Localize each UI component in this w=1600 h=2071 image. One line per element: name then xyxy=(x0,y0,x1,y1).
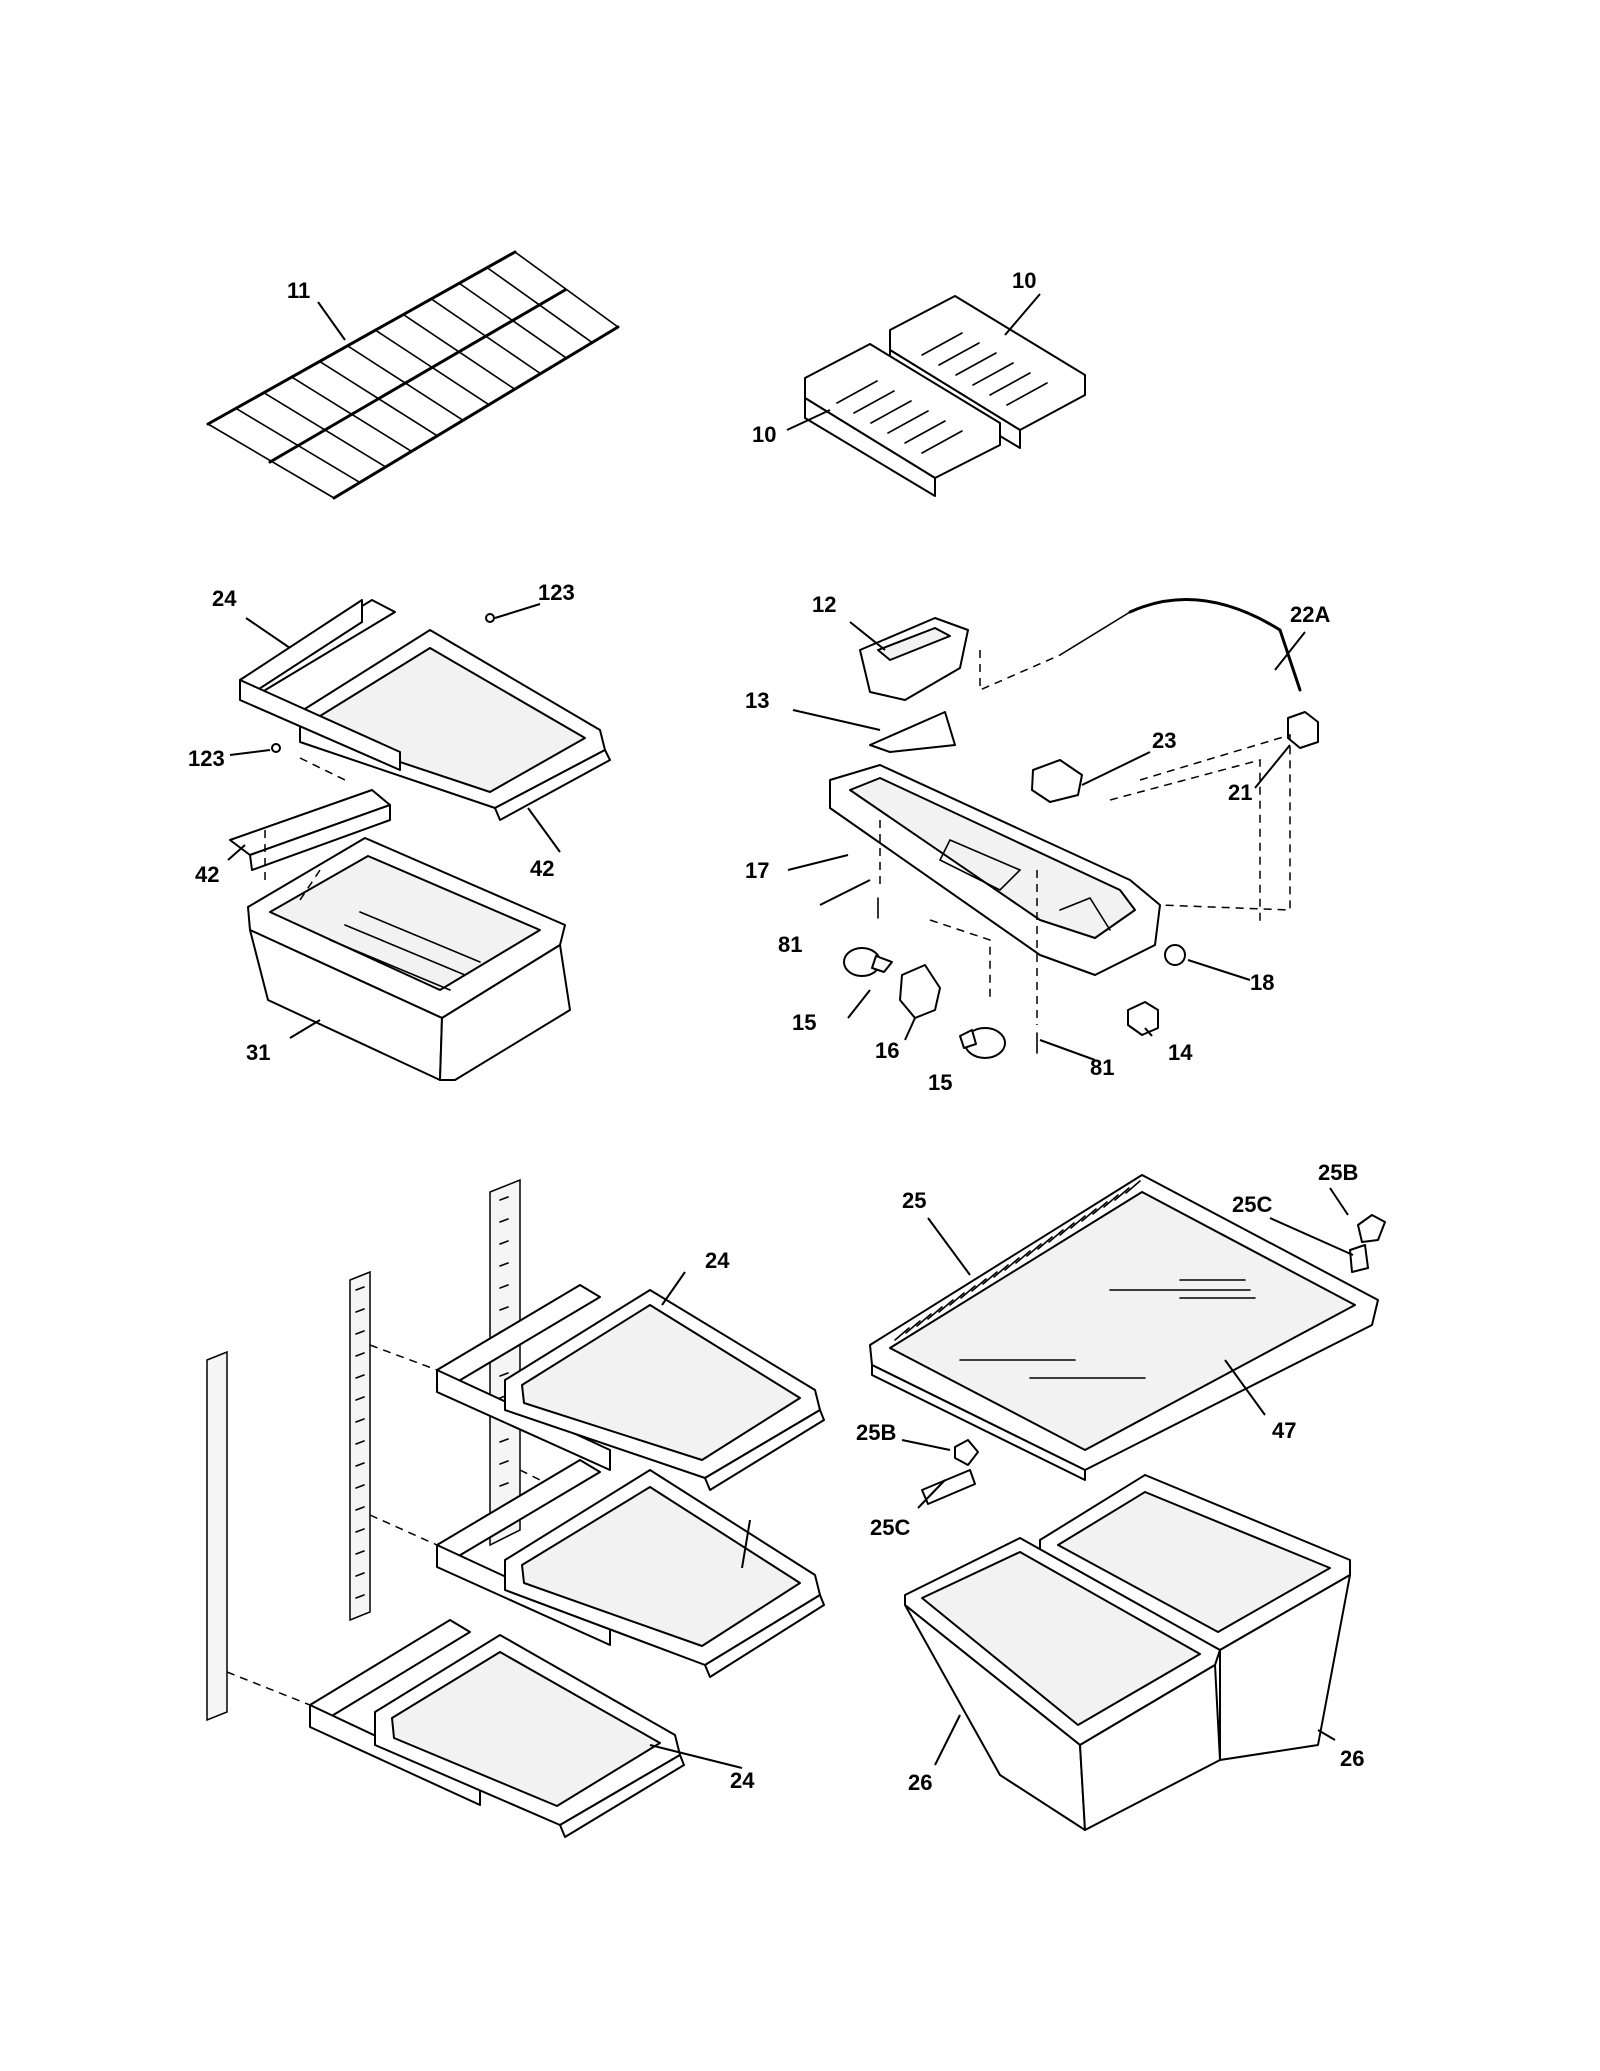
plug-18 xyxy=(1164,944,1186,966)
clip-25b-right xyxy=(1357,1214,1386,1243)
crisper-cover-25 xyxy=(869,1174,1379,1481)
rail-front xyxy=(206,1350,228,1722)
callout-14: 14 xyxy=(1168,1040,1193,1065)
callout-24-bottom-shelf: 24 xyxy=(730,1768,755,1793)
callout-13: 13 xyxy=(745,688,769,713)
callout-12: 12 xyxy=(812,592,836,617)
callouts: 11 10 10 24 123 123 42 42 31 12 13 17 81… xyxy=(188,268,1364,1795)
callout-47: 47 xyxy=(1272,1418,1296,1443)
wire-shelf xyxy=(206,250,620,500)
bracket-25c-left xyxy=(921,1469,976,1505)
callout-25c-right: 25C xyxy=(1232,1192,1272,1217)
rail-back xyxy=(489,1178,521,1547)
bracket-25c-right xyxy=(1349,1244,1369,1273)
callout-10-lower: 10 xyxy=(752,422,776,447)
thermostat-23 xyxy=(1031,759,1083,803)
callout-24-upper: 24 xyxy=(212,586,237,611)
callout-24-top-shelf: 24 xyxy=(705,1248,730,1273)
callout-15-right: 15 xyxy=(928,1070,952,1095)
screw-123-left xyxy=(271,743,281,753)
callout-31: 31 xyxy=(246,1040,270,1065)
bulb-15-right xyxy=(959,1027,1006,1059)
light-housing-17 xyxy=(829,764,1161,976)
callout-81-left: 81 xyxy=(778,932,802,957)
callout-42-right: 42 xyxy=(530,856,554,881)
ice-tray-lower xyxy=(804,343,1001,497)
callout-16: 16 xyxy=(875,1038,899,1063)
damper-13 xyxy=(869,711,956,753)
crisper-drawer-26-front xyxy=(904,1537,1221,1831)
air-diffuser-12 xyxy=(859,617,969,701)
upper-shelf-24 xyxy=(239,599,611,821)
bracket-42-left xyxy=(229,789,391,871)
crisper-31 xyxy=(247,837,571,1081)
shelf-24-top xyxy=(436,1284,825,1491)
crisper-drawer-26-back xyxy=(1039,1474,1351,1761)
callout-42-left: 42 xyxy=(195,862,219,887)
callout-26-left: 26 xyxy=(908,1770,932,1795)
callout-15-left: 15 xyxy=(792,1010,816,1035)
callout-25c-left: 25C xyxy=(870,1515,910,1540)
callout-25b-left: 25B xyxy=(856,1420,896,1445)
socket-16 xyxy=(899,964,941,1019)
leader-lines xyxy=(227,293,1354,1769)
shelf-24-middle xyxy=(436,1459,825,1678)
callout-25b-right: 25B xyxy=(1318,1160,1358,1185)
callout-10-upper: 10 xyxy=(1012,268,1036,293)
callout-23: 23 xyxy=(1152,728,1176,753)
clip-25b-left xyxy=(954,1439,979,1466)
callout-21: 21 xyxy=(1228,780,1252,805)
callout-123-left: 123 xyxy=(188,746,225,771)
thermostat-capillary-22a xyxy=(1059,598,1302,692)
switch-14 xyxy=(1127,1001,1159,1036)
callout-11: 11 xyxy=(287,278,310,303)
switch-21 xyxy=(1287,711,1319,749)
callout-81-right: 81 xyxy=(1090,1055,1114,1080)
callout-26-right: 26 xyxy=(1340,1746,1364,1771)
bulb-15-left xyxy=(843,947,893,977)
callout-18: 18 xyxy=(1250,970,1274,995)
screw-123-top xyxy=(485,613,495,623)
callout-17: 17 xyxy=(745,858,769,883)
shelf-24-bottom xyxy=(309,1619,685,1838)
callout-22a: 22A xyxy=(1290,602,1330,627)
rail-middle xyxy=(349,1270,371,1622)
callout-25: 25 xyxy=(902,1188,926,1213)
callout-123-top: 123 xyxy=(538,580,575,605)
